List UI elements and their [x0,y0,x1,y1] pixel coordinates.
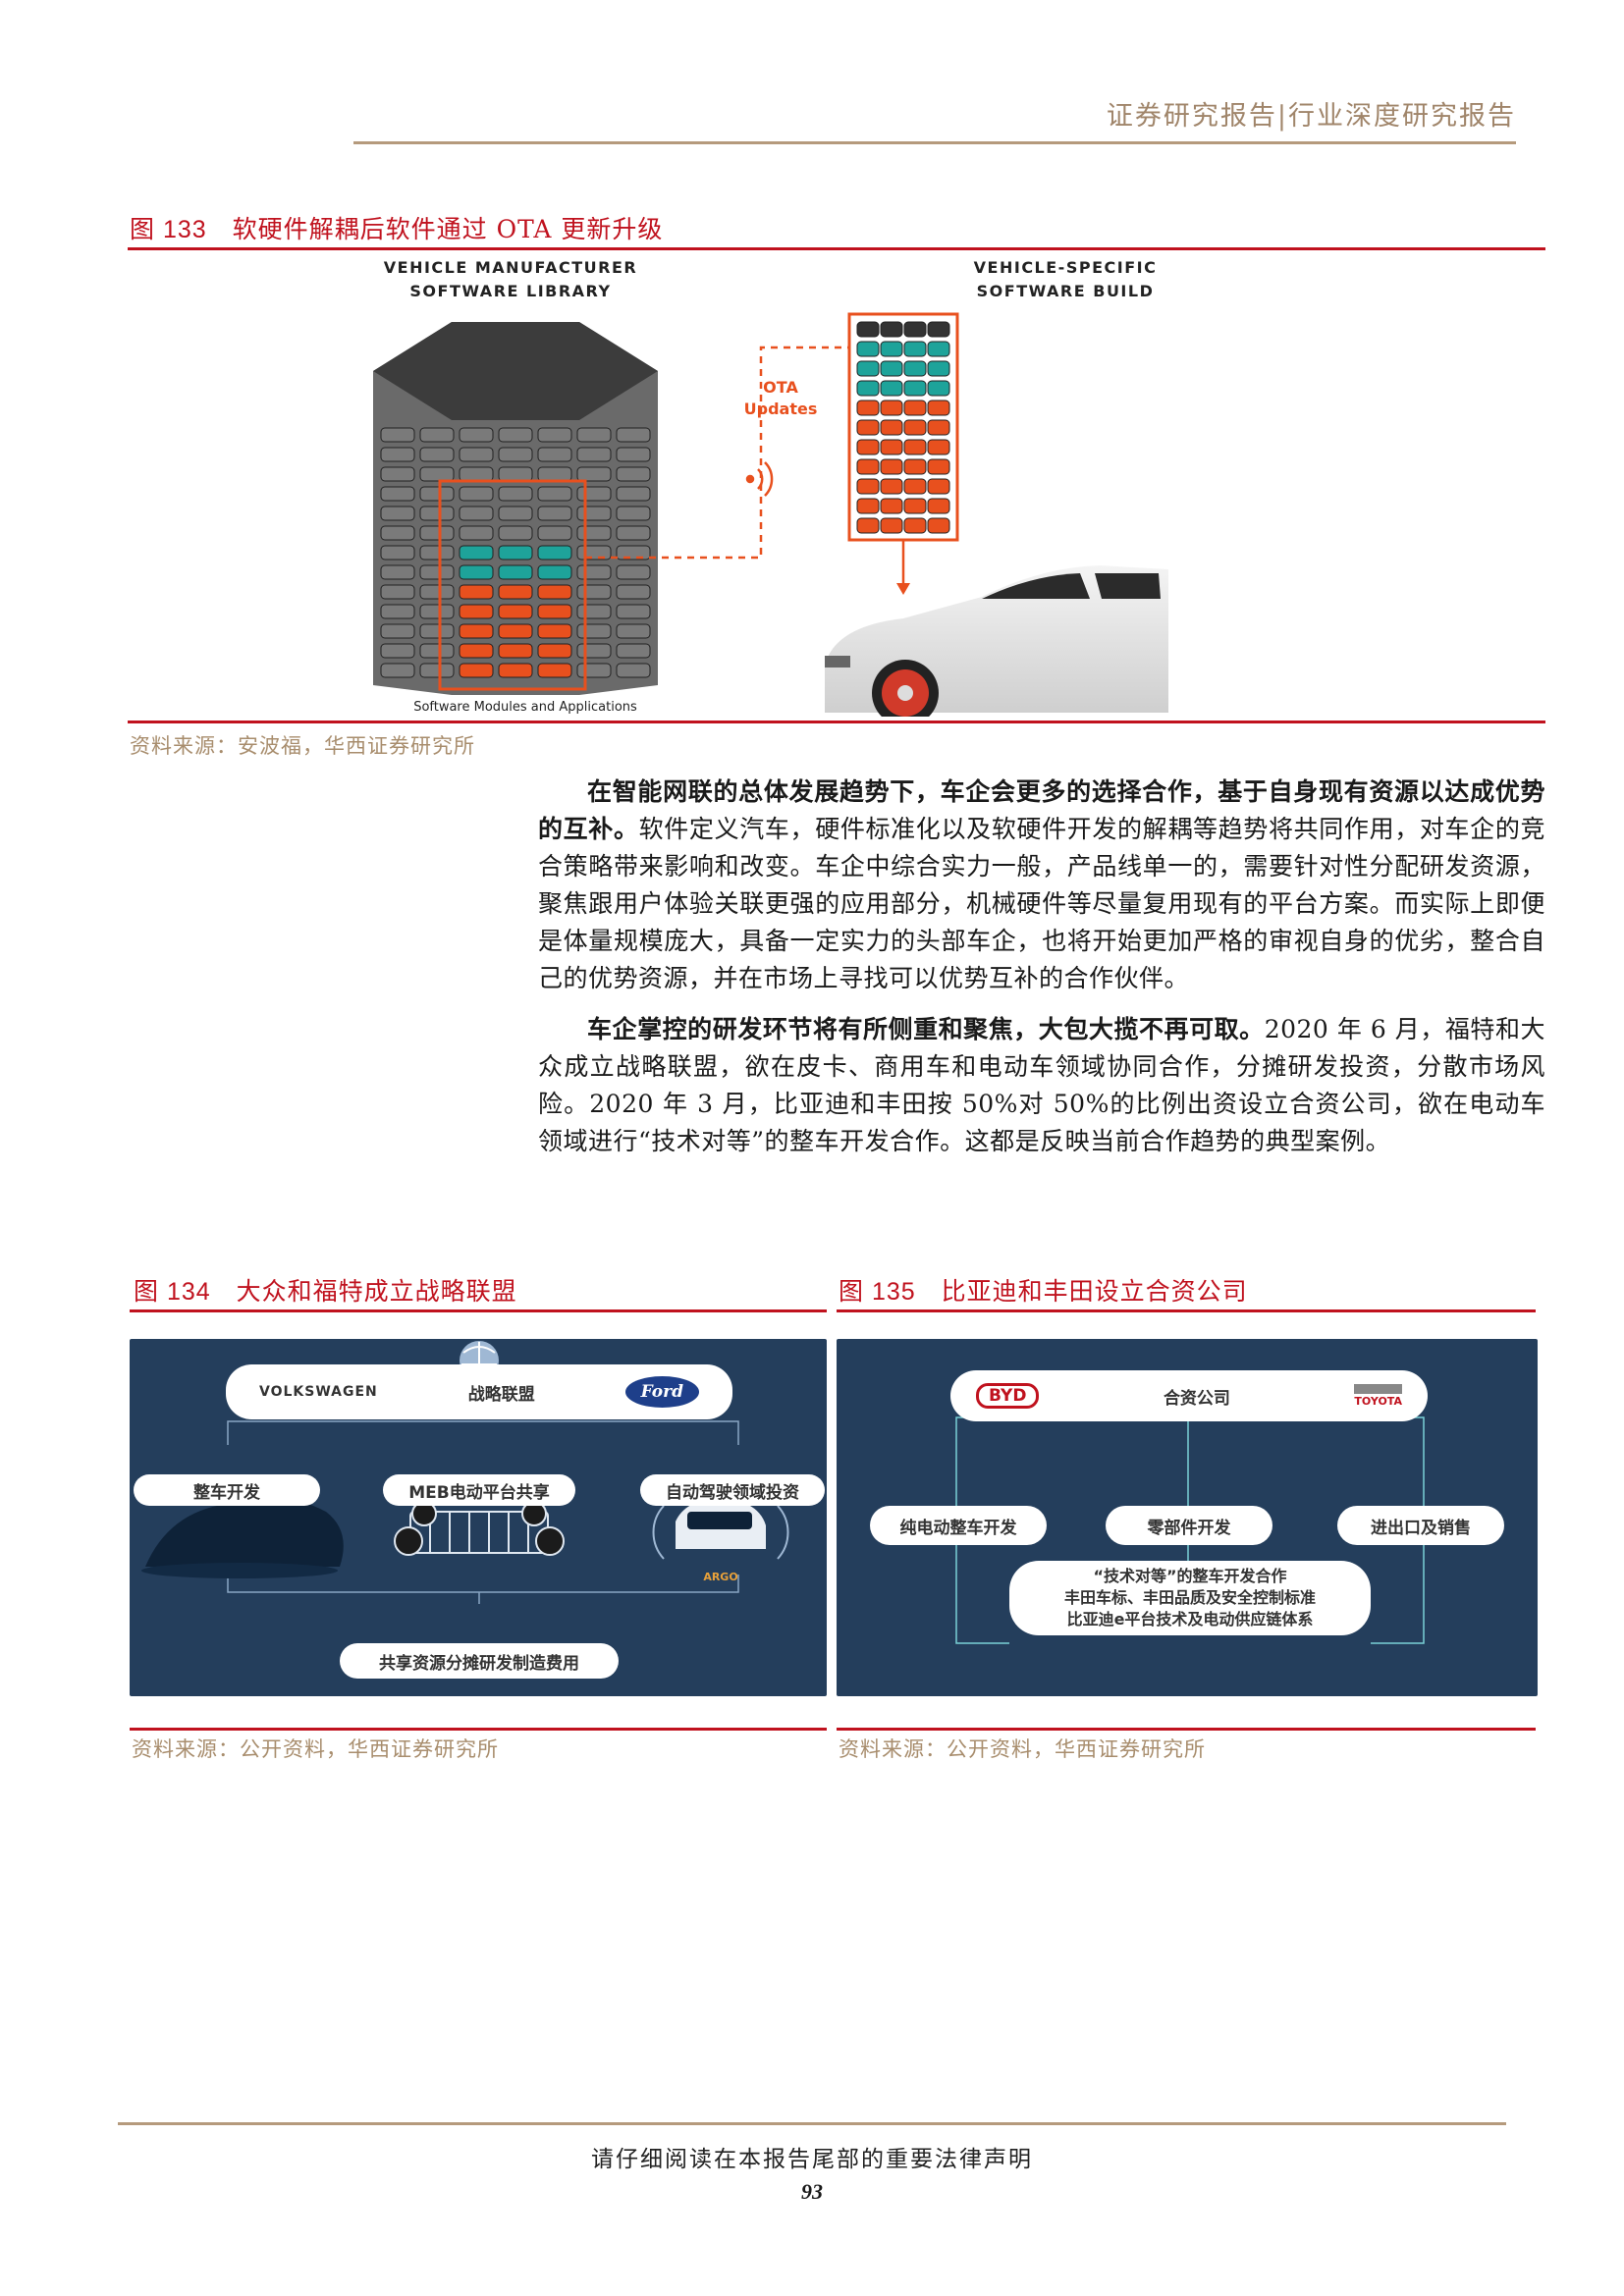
figure-133-caption: 图 133 软硬件解耦后软件通过 OTA 更新升级 [130,210,663,245]
ev-chassis-icon [394,1501,565,1556]
header-title: 证券研究报告|行业深度研究报告 [1106,101,1516,132]
figure-134-bottom-rule [130,1728,827,1731]
figure-135-number: 图 135 [839,1278,916,1306]
tech-parity-line-1: “技术对等”的整车开发合作 [1093,1567,1287,1585]
paragraph-2: 车企掌控的研发环节将有所侧重和聚焦，大包大揽不再可取。2020 年 6 月，福特… [538,1011,1545,1160]
ota-dashed-connector [585,346,849,560]
paragraph-1-text: 软件定义汽车，硬件标准化以及软硬件开发的解耦等趋势将共同作用，对车企的竞合策略带… [538,815,1545,992]
label-modules: Software Modules and Applications [413,700,637,715]
paragraph-1-lead: 在智能网联的总体发展趋势下，车企会更多的选择合作，基于自身现有资源以达成优势的互… [538,777,1545,843]
item-vehicle-dev: 整车开发 [134,1474,320,1506]
paragraph-2-lead: 车企掌控的研发环节将有所侧重和聚焦，大包大揽不再可取。 [587,1015,1265,1043]
figure-134-top-rule [130,1309,827,1312]
label-build-line2: SOFTWARE BUILD [977,282,1155,300]
figure-135-caption: 图 135 比亚迪和丰田设立合资公司 [839,1272,1248,1308]
tech-parity-pill: “技术对等”的整车开发合作 丰田车标、丰田品质及安全控制标准 比亚迪e平台技术及… [1009,1561,1371,1635]
paragraph-1: 在智能网联的总体发展趋势下，车企会更多的选择合作，基于自身现有资源以达成优势的互… [538,774,1545,997]
selection-box-library [438,479,587,691]
item-meb-platform: MEB电动平台共享 [383,1474,575,1506]
jv-header-pill: BYD 合资公司 TOYOTA [950,1370,1428,1421]
figure-133-title: 软硬件解耦后软件通过 OTA 更新升级 [232,215,664,243]
figure-135-graphic: BYD 合资公司 TOYOTA 纯电动整车开发 零部件开发 进出口及销售 “技术… [837,1339,1538,1696]
figure-133-diagram: VEHICLE MANUFACTURER SOFTWARE LIBRARY VE… [373,258,1168,717]
jv-label: 合资公司 [1163,1388,1230,1409]
toyota-logo: TOYOTA [1354,1384,1402,1408]
item-import-export: 进出口及销售 [1337,1506,1504,1545]
figure-135-title: 比亚迪和丰田设立合资公司 [941,1277,1248,1306]
tech-parity-line-3: 比亚迪e平台技术及电动供应链体系 [1066,1610,1314,1629]
wireless-signal-icon [745,461,774,497]
shared-cost-pill: 共享资源分摊研发制造费用 [340,1643,619,1679]
software-library-cube [373,322,658,695]
footer-divider [118,2122,1506,2125]
header-divider [353,141,1516,144]
item-autonomous-investment: 自动驾驶领域投资 [640,1474,825,1506]
item-ev-dev: 纯电动整车开发 [870,1506,1047,1545]
paragraph-2-text: 2020 年 6 月，福特和大众成立战略联盟，欲在皮卡、商用车和电动车领域协同合… [538,1015,1545,1155]
footer-legal-note: 请仔细阅读在本报告尾部的重要法律声明 [591,2147,1033,2172]
ford-logo: Ford [624,1376,699,1408]
byd-logo: BYD [976,1383,1040,1409]
argo-logo: ARGO [703,1571,737,1583]
alliance-label: 战略联盟 [467,1384,535,1405]
label-library-line2: SOFTWARE LIBRARY [409,282,611,300]
figure-133-source: 资料来源：安波福，华西证券研究所 [130,734,475,758]
item-parts-dev: 零部件开发 [1106,1506,1272,1545]
figure-133-top-rule [128,247,1545,250]
figure-134-title: 大众和福特成立战略联盟 [236,1277,517,1306]
build-arrow-head [896,583,910,595]
volkswagen-logo: VOLKSWAGEN [259,1384,378,1400]
alliance-header-pill: VOLKSWAGEN 战略联盟 Ford [226,1364,732,1419]
figure-134-caption: 图 134 大众和福特成立战略联盟 [134,1272,517,1308]
figure-133-number: 图 133 [130,216,207,243]
label-library-line1: VEHICLE MANUFACTURER [384,258,637,277]
car-silhouette-icon [141,1496,344,1578]
autonomous-car-icon [652,1498,789,1560]
figure-133-bottom-rule [128,721,1545,723]
ota-label-1: OTA [763,378,798,397]
label-build-line1: VEHICLE-SPECIFIC [974,258,1158,277]
ota-label-2: Updates [744,400,818,418]
page-number: 93 [801,2179,823,2204]
figure-134-source: 资料来源：公开资料，华西证券研究所 [132,1737,499,1761]
suv-car-image [825,565,1168,717]
vehicle-specific-stack [856,321,950,534]
figure-135-top-rule [837,1309,1536,1312]
figure-135-bottom-rule [837,1728,1536,1731]
figure-134-number: 图 134 [134,1278,211,1306]
figure-134-graphic: ARGO VOLKSWAGEN 战略联盟 Ford 整车开发 MEB电动平台共享… [130,1339,827,1696]
body-text: 在智能网联的总体发展趋势下，车企会更多的选择合作，基于自身现有资源以达成优势的互… [538,774,1545,1174]
tech-parity-line-2: 丰田车标、丰田品质及安全控制标准 [1063,1588,1316,1607]
figure-135-source: 资料来源：公开资料，华西证券研究所 [839,1737,1206,1761]
